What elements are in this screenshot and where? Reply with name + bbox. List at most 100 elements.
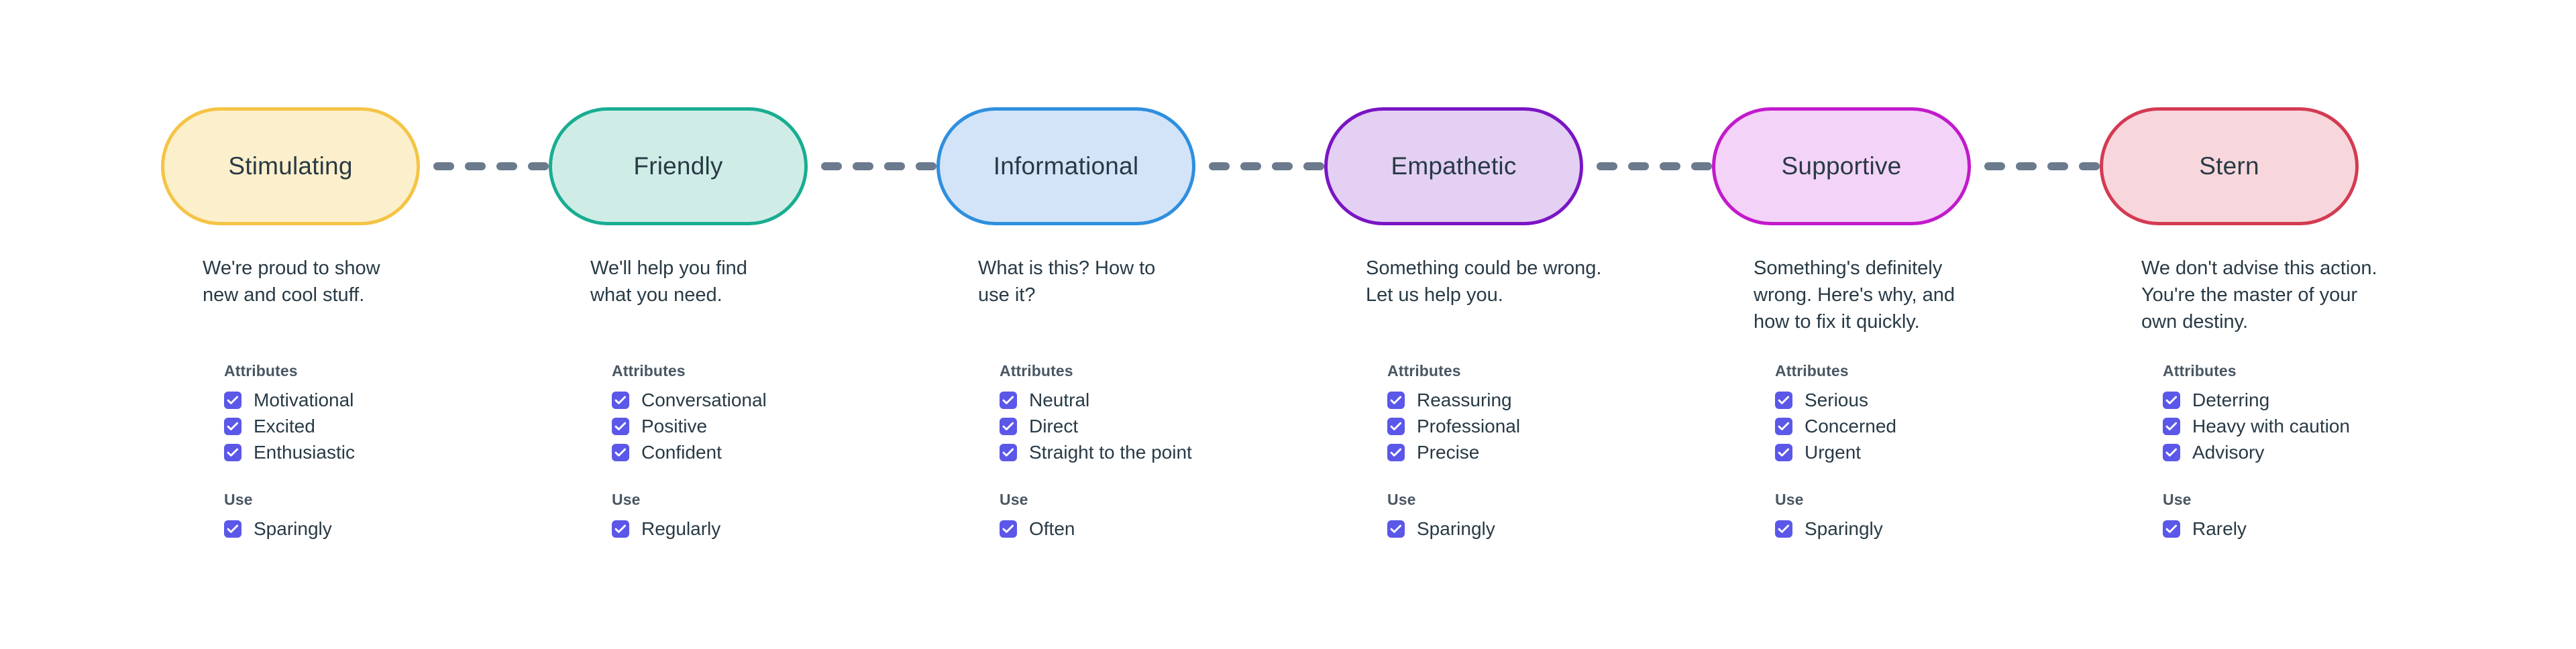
tone-pill-label: Stimulating: [228, 152, 353, 180]
checkbox-row-informational-use-0[interactable]: Often: [1000, 516, 1288, 542]
checkbox-checked-icon[interactable]: [1775, 520, 1792, 538]
dashed-line-icon: [1597, 161, 1712, 172]
tone-pill-label: Informational: [993, 152, 1139, 180]
dash-segment: [496, 162, 517, 170]
checkbox-checked-icon[interactable]: [1387, 417, 1405, 435]
checkbox-checked-icon[interactable]: [612, 391, 629, 409]
checkbox-checked-icon[interactable]: [1775, 443, 1792, 461]
checkbox-row-stimulating-use-0[interactable]: Sparingly: [224, 516, 513, 542]
tone-description-line: use it?: [978, 284, 1036, 306]
group-title-attributes: Attributes: [1387, 362, 1461, 379]
checkbox-label: Sparingly: [254, 518, 332, 539]
dashed-line-icon: [433, 161, 549, 172]
checkbox-row-empathetic-attributes-0[interactable]: Reassuring: [1387, 387, 1676, 413]
checkbox-label: Sparingly: [1805, 518, 1883, 539]
checkbox-checked-icon[interactable]: [224, 417, 241, 435]
group-title-attributes: Attributes: [1775, 362, 1849, 379]
checkbox-checked-icon[interactable]: [224, 520, 241, 538]
checkbox-checked-icon[interactable]: [2163, 443, 2180, 461]
checkbox-row-empathetic-attributes-2[interactable]: Precise: [1387, 439, 1676, 465]
checkbox-label: Advisory: [2192, 441, 2265, 463]
tone-description-line: We don't advise this action.: [2141, 257, 2377, 279]
checkbox-checked-icon[interactable]: [612, 443, 629, 461]
tone-description-line: Something's definitely: [1754, 257, 1943, 279]
checkbox-row-stimulating-attributes-1[interactable]: Excited: [224, 413, 513, 439]
checkbox-checked-icon[interactable]: [1000, 520, 1017, 538]
checkbox-label: Often: [1029, 518, 1075, 539]
tone-pill-stimulating[interactable]: Stimulating: [161, 107, 420, 225]
dashed-line-icon: [1984, 161, 2100, 172]
tone-description: We don't advise this action. You're the m…: [2141, 255, 2423, 335]
checkbox-checked-icon[interactable]: [1387, 391, 1405, 409]
checkbox-checked-icon[interactable]: [612, 417, 629, 435]
checkbox-checked-icon[interactable]: [1000, 391, 1017, 409]
checkbox-label: Serious: [1805, 389, 1868, 410]
checkbox-row-stern-attributes-2[interactable]: Advisory: [2163, 439, 2451, 465]
checkbox-checked-icon[interactable]: [1387, 443, 1405, 461]
checkbox-row-stern-attributes-1[interactable]: Heavy with caution: [2163, 413, 2451, 439]
checkbox-checked-icon[interactable]: [1775, 391, 1792, 409]
checkbox-checked-icon[interactable]: [1387, 520, 1405, 538]
checkbox-checked-icon[interactable]: [1775, 417, 1792, 435]
checkbox-checked-icon[interactable]: [2163, 391, 2180, 409]
checkbox-row-stimulating-attributes-0[interactable]: Motivational: [224, 387, 513, 413]
dash-segment: [1272, 162, 1293, 170]
checkbox-row-informational-attributes-0[interactable]: Neutral: [1000, 387, 1288, 413]
tone-pill-empathetic[interactable]: Empathetic: [1324, 107, 1583, 225]
checkbox-checked-icon[interactable]: [612, 520, 629, 538]
checkbox-checked-icon[interactable]: [224, 391, 241, 409]
checkbox-row-supportive-attributes-0[interactable]: Serious: [1775, 387, 2063, 413]
checkbox-label: Reassuring: [1417, 389, 1512, 410]
checkbox-checked-icon[interactable]: [224, 443, 241, 461]
dash-segment: [1303, 162, 1324, 170]
checkbox-row-stern-attributes-0[interactable]: Deterring: [2163, 387, 2451, 413]
tone-description-line: what you need.: [590, 284, 722, 306]
tone-description-line: Let us help you.: [1366, 284, 1503, 306]
tone-pill-supportive[interactable]: Supportive: [1712, 107, 1971, 225]
checkbox-row-supportive-attributes-1[interactable]: Concerned: [1775, 413, 2063, 439]
checkbox-checked-icon[interactable]: [2163, 417, 2180, 435]
tone-pill-friendly[interactable]: Friendly: [549, 107, 808, 225]
dash-segment: [1597, 162, 1617, 170]
checkbox-row-supportive-use-0[interactable]: Sparingly: [1775, 516, 2063, 542]
dash-segment: [1660, 162, 1680, 170]
checkbox-label: Deterring: [2192, 389, 2270, 410]
dash-segment: [465, 162, 486, 170]
tone-pill-stern[interactable]: Stern: [2100, 107, 2359, 225]
checkbox-row-friendly-attributes-1[interactable]: Positive: [612, 413, 900, 439]
group-title-use: Use: [2163, 491, 2192, 508]
checkbox-row-empathetic-attributes-1[interactable]: Professional: [1387, 413, 1676, 439]
tone-pill-label: Friendly: [633, 152, 723, 180]
checkbox-row-friendly-attributes-0[interactable]: Conversational: [612, 387, 900, 413]
checkbox-row-friendly-attributes-2[interactable]: Confident: [612, 439, 900, 465]
checkbox-row-supportive-attributes-2[interactable]: Urgent: [1775, 439, 2063, 465]
checkbox-label: Urgent: [1805, 441, 1862, 463]
checkbox-row-informational-attributes-2[interactable]: Straight to the point: [1000, 439, 1288, 465]
checkbox-row-stimulating-attributes-2[interactable]: Enthusiastic: [224, 439, 513, 465]
checkbox-checked-icon[interactable]: [1000, 417, 1017, 435]
tone-description-line: new and cool stuff.: [203, 284, 365, 306]
checkbox-checked-icon[interactable]: [2163, 520, 2180, 538]
tone-description: Something's definitely wrong. Here's why,…: [1754, 255, 2035, 335]
checkbox-row-informational-attributes-1[interactable]: Direct: [1000, 413, 1288, 439]
tone-description-line: You're the master of your: [2141, 284, 2358, 306]
checkbox-checked-icon[interactable]: [1000, 443, 1017, 461]
dash-segment: [916, 162, 936, 170]
dash-segment: [1209, 162, 1230, 170]
group-title-attributes: Attributes: [224, 362, 298, 379]
dash-segment: [1240, 162, 1261, 170]
tone-pill-informational[interactable]: Informational: [936, 107, 1195, 225]
checkbox-row-empathetic-use-0[interactable]: Sparingly: [1387, 516, 1676, 542]
checkbox-row-friendly-use-0[interactable]: Regularly: [612, 516, 900, 542]
tone-description-line: wrong. Here's why, and: [1754, 284, 1955, 306]
checkbox-row-stern-use-0[interactable]: Rarely: [2163, 516, 2451, 542]
dash-segment: [2047, 162, 2068, 170]
